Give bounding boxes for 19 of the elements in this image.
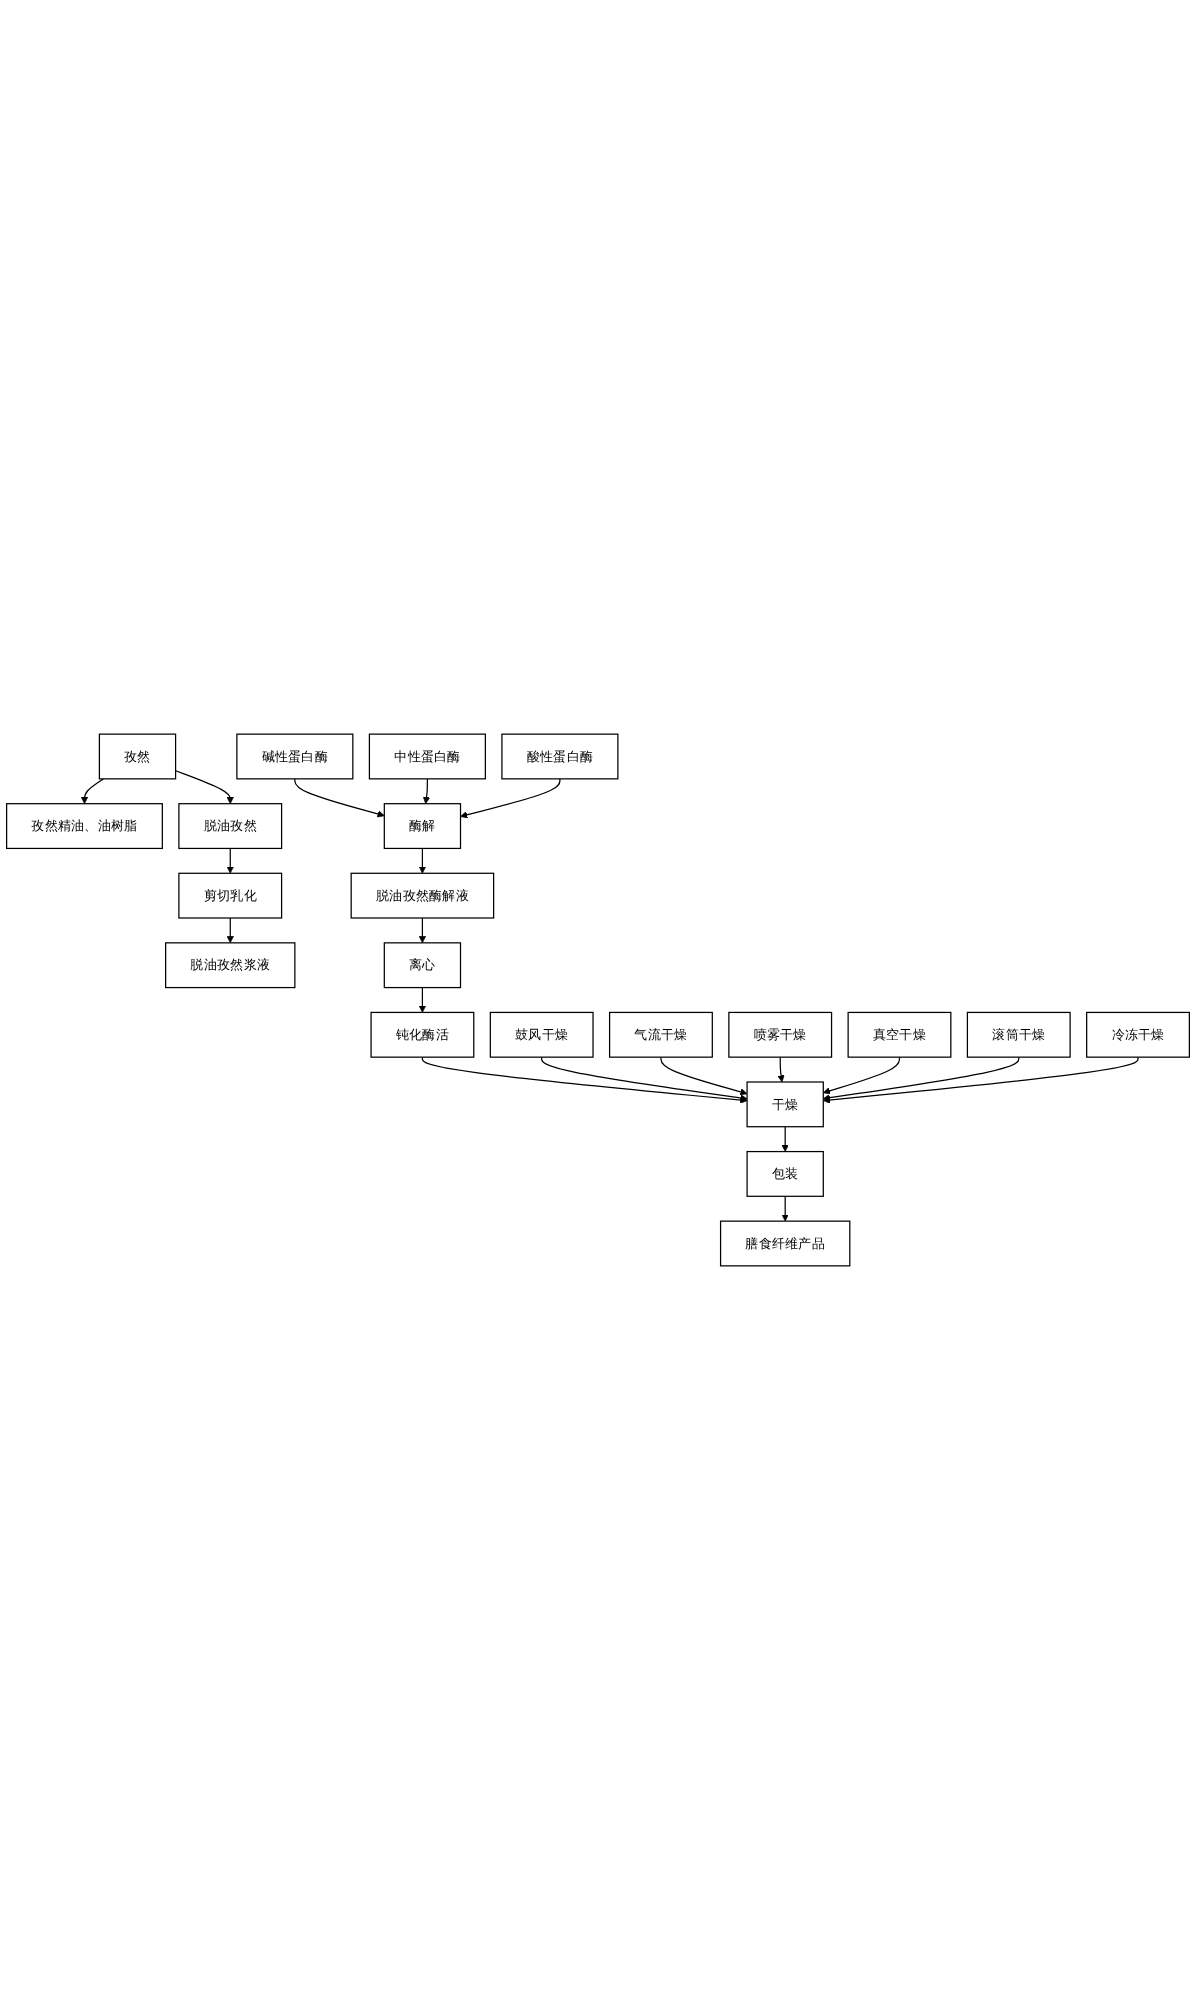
arrow (460, 778, 561, 819)
arrow (418, 986, 427, 1013)
arrow (541, 1056, 748, 1102)
arrow (226, 847, 234, 874)
arrow (660, 1056, 748, 1096)
arrow (294, 778, 385, 818)
arrow (822, 1056, 1139, 1104)
arrow (421, 1056, 748, 1104)
arrow (80, 778, 105, 805)
arrow (777, 1056, 785, 1083)
arrow (418, 917, 427, 944)
arrow (418, 847, 427, 874)
arrow (781, 1195, 789, 1222)
arrow (822, 1056, 1020, 1102)
arrow (226, 917, 234, 944)
arrow (822, 1056, 901, 1095)
arrow (781, 1126, 789, 1152)
arrow (422, 778, 431, 805)
arrow (174, 770, 234, 805)
